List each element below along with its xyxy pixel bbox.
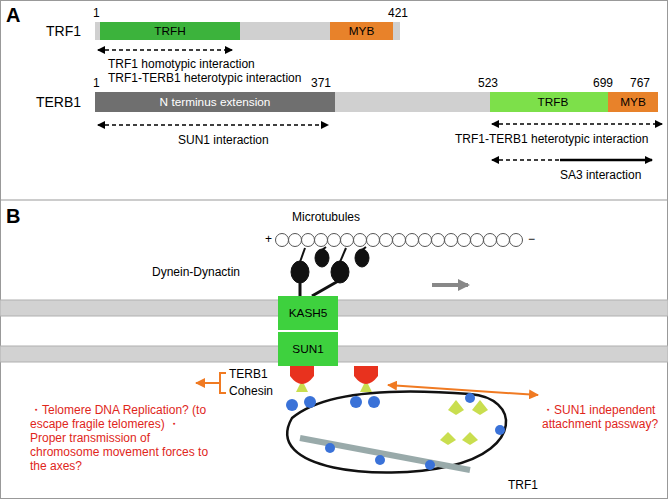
tubulin [497, 234, 510, 247]
domain-name: SUN1 [278, 332, 338, 366]
tubulin [458, 234, 471, 247]
structure-label: TERB1 [229, 367, 268, 381]
panel-letter: A [6, 4, 20, 26]
residue-number: 1 [93, 6, 100, 20]
residue-number: 421 [388, 6, 408, 20]
tubulin [484, 234, 497, 247]
interaction-note: SA3 interaction [560, 168, 641, 182]
tubulin [471, 234, 484, 247]
protein-box: KASH5 [278, 296, 338, 330]
tubulin [289, 234, 302, 247]
tubulin [276, 234, 289, 247]
panel-letter: B [6, 205, 20, 227]
interaction-note: SUN1 interaction [178, 133, 269, 147]
domain-box: TRFH [100, 22, 240, 40]
domain-name: TRFB [490, 92, 616, 112]
tubulin [354, 234, 367, 247]
tubulin [393, 234, 406, 247]
structure-label: Cohesin [229, 384, 273, 398]
interaction-note: TRF1 homotypic interaction [108, 57, 255, 71]
hypothesis-note: ・SUN1 independent attachment passway? [542, 403, 662, 431]
tubulin [302, 234, 315, 247]
structure-label: TRF1 [508, 478, 538, 492]
tubulin [380, 234, 393, 247]
residue-number: 767 [630, 76, 650, 90]
protein-bar: TERB1N terminus extensionTRFBMYB [95, 92, 650, 112]
protein-box: SUN1 [278, 332, 338, 366]
domain-box: TRFB [490, 92, 616, 112]
domain-name: KASH5 [278, 296, 338, 330]
protein-name: TRF1 [46, 23, 81, 39]
protein-name: TERB1 [36, 94, 81, 110]
structure-label: Dynein-Dynactin [152, 265, 240, 279]
residue-number: 371 [311, 76, 331, 90]
domain-name: N terminus extension [95, 92, 335, 112]
interaction-note: TRF1-TERB1 heterotypic interaction [108, 71, 301, 85]
tubulin [419, 234, 432, 247]
polarity-sign: − [528, 232, 535, 246]
residue-number: 523 [478, 76, 498, 90]
tubulin [328, 234, 341, 247]
tubulin [341, 234, 354, 247]
tubulin [406, 234, 419, 247]
residue-number: 699 [593, 76, 613, 90]
domain-name: MYB [608, 92, 658, 112]
tubulin [367, 234, 380, 247]
tubulin [445, 234, 458, 247]
tubulin [432, 234, 445, 247]
residue-number: 1 [93, 76, 100, 90]
domain-box: N terminus extension [95, 92, 335, 112]
tubulin [315, 234, 328, 247]
polarity-sign: + [265, 232, 272, 246]
domain-name: MYB [330, 22, 393, 40]
protein-bar: TRF1TRFHMYB [95, 22, 400, 40]
tubulin [510, 234, 523, 247]
domain-name: TRFH [100, 22, 240, 40]
domain-box: MYB [330, 22, 393, 40]
interaction-note: TRF1-TERB1 heterotypic interaction [455, 132, 648, 146]
domain-box: MYB [608, 92, 658, 112]
hypothesis-note: ・Telomere DNA Replication? (to escape fr… [30, 403, 215, 473]
structure-label: Microtubules [292, 210, 360, 224]
